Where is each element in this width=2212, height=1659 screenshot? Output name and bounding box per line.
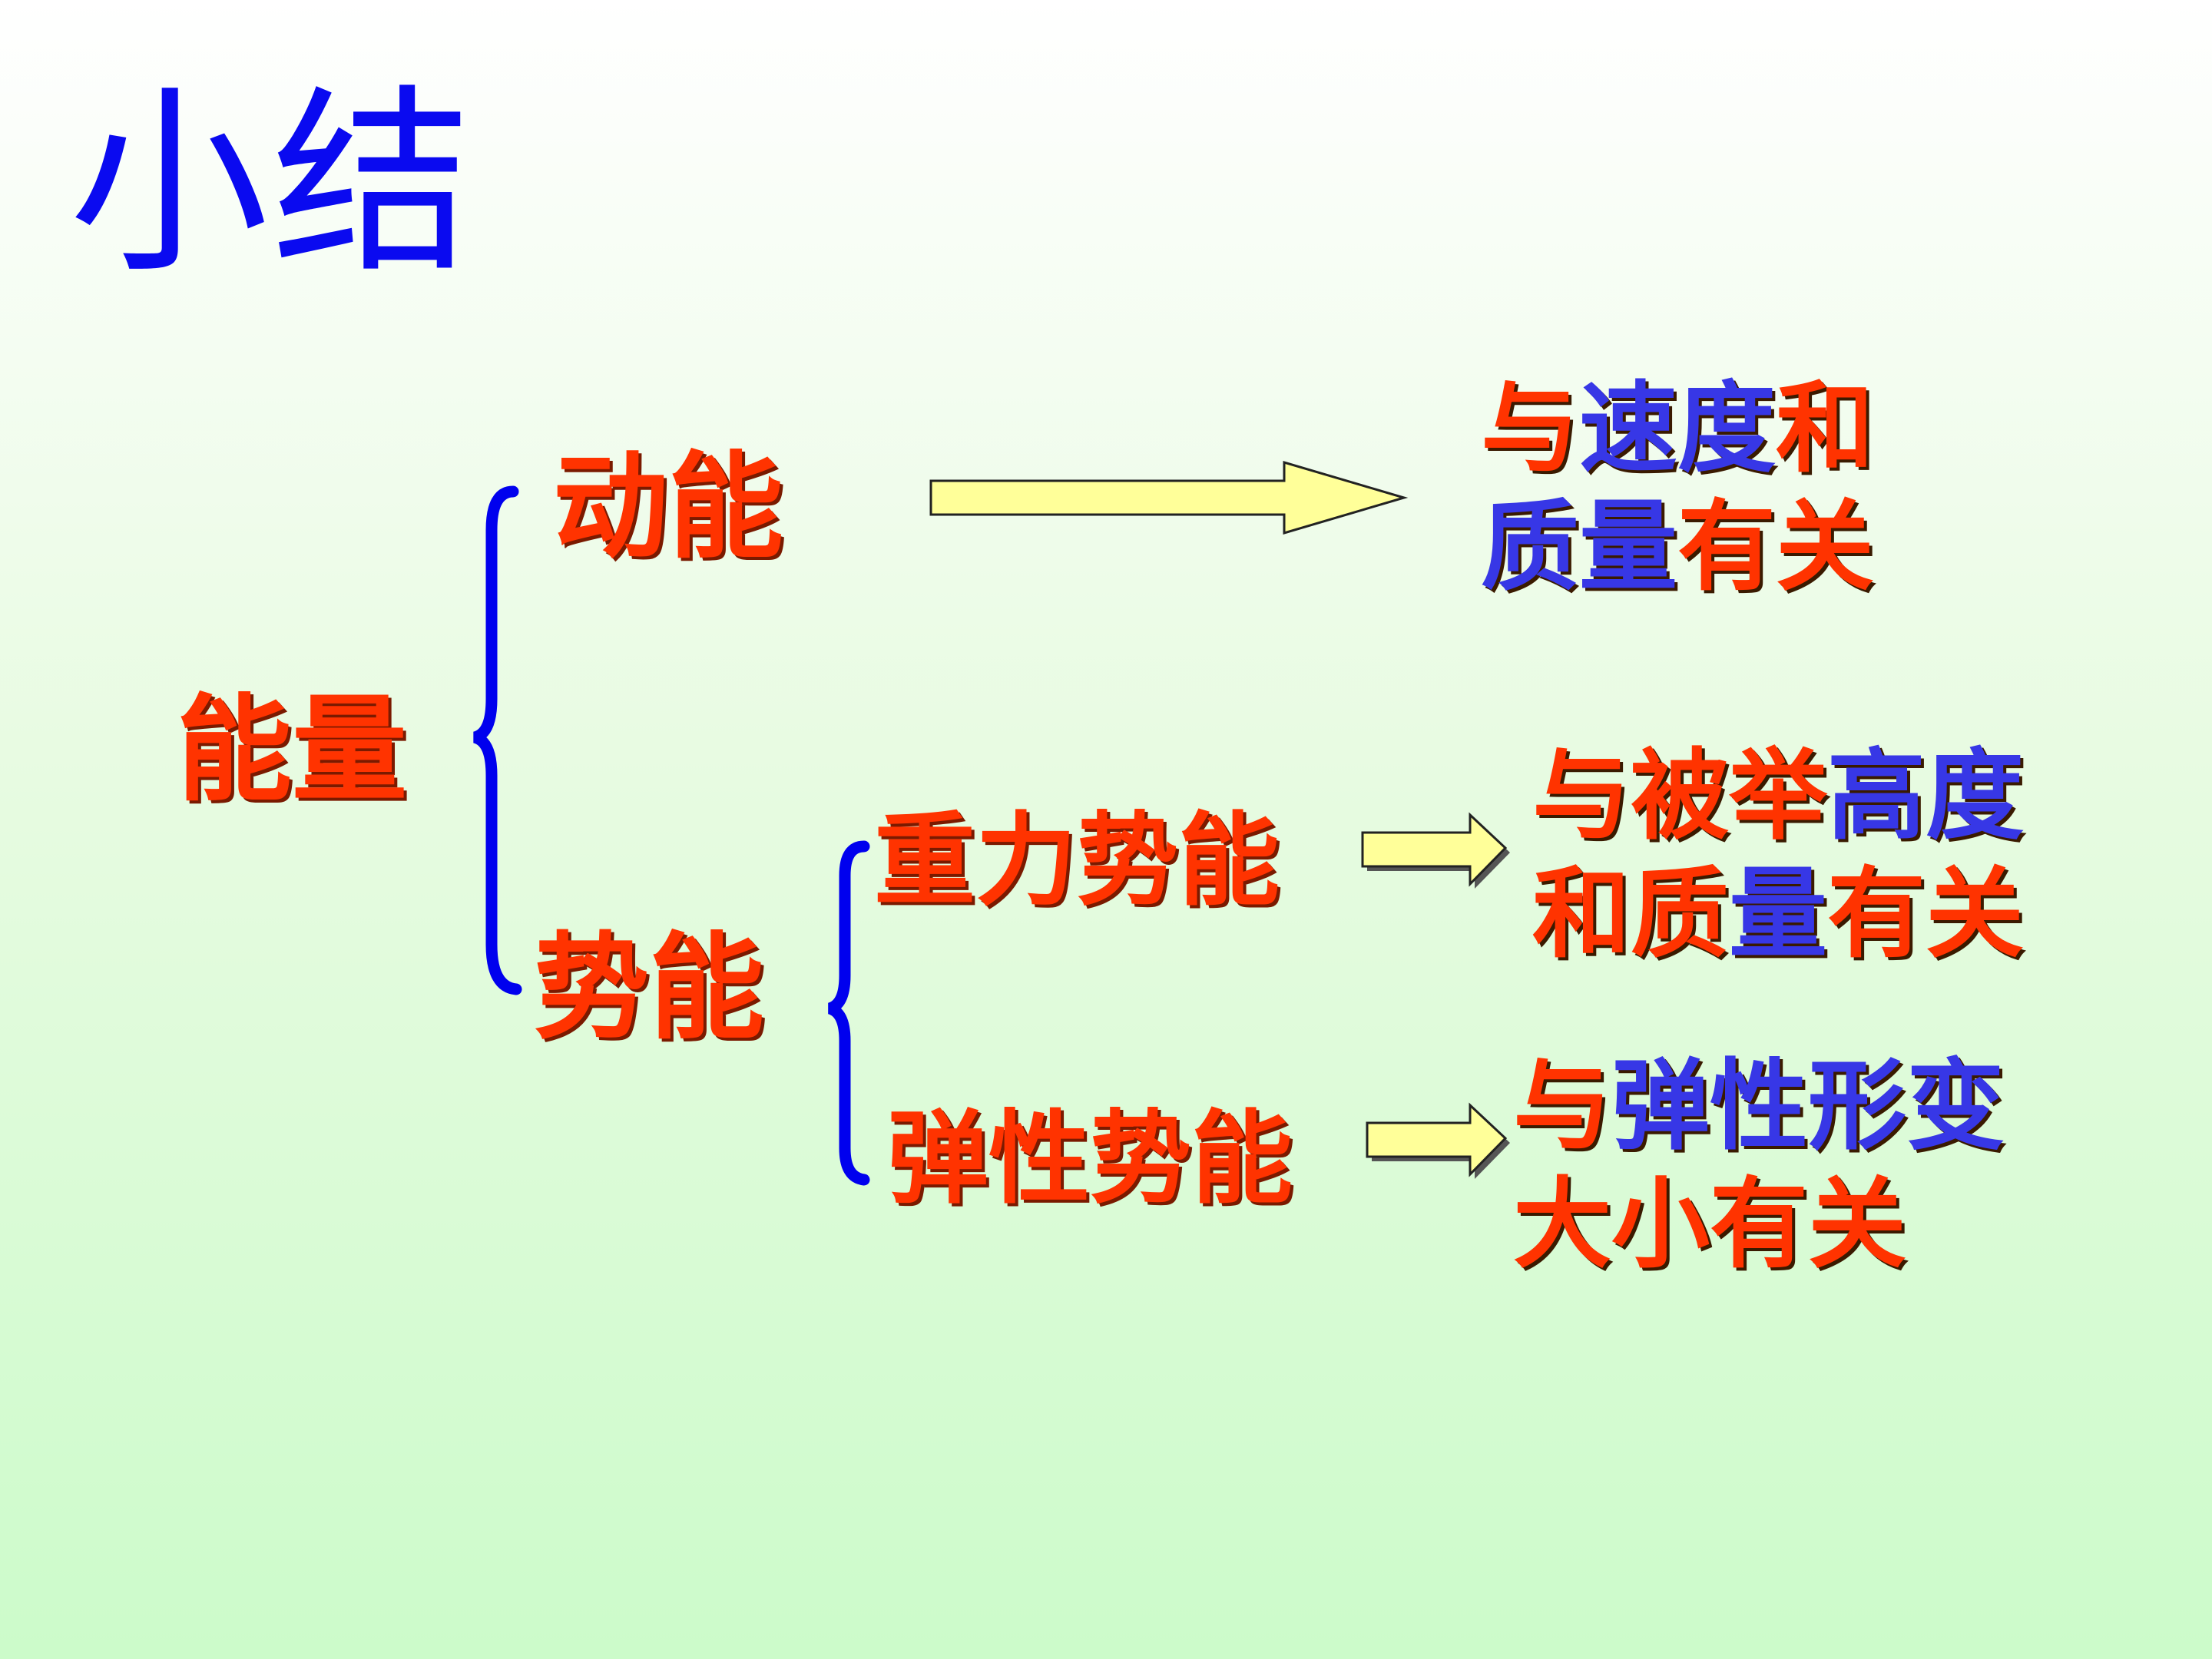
energy-root-label: 能量 (177, 684, 408, 817)
result-segment: 速度 (1579, 372, 1777, 486)
result-segment: 质量 (1481, 489, 1678, 604)
result-segment: 和 (1776, 372, 1875, 486)
gravitational-arrow (1361, 812, 1508, 887)
gravitational-result: 与被举高度和质量有关 (1532, 737, 2024, 973)
result-segment: 和质 (1532, 856, 1730, 972)
result-segment: 与被举 (1532, 739, 1828, 853)
result-segment: 弹性形变 (1611, 1049, 2005, 1164)
result-segment: 大小有关 (1513, 1167, 1907, 1282)
result-line: 与速度和 (1481, 370, 1874, 488)
result-line: 大小有关 (1513, 1166, 2005, 1284)
elastic-potential-label: 弹性势能 (887, 1100, 1293, 1218)
result-segment: 量 (1729, 856, 1828, 972)
gravitational-potential-label: 重力势能 (874, 802, 1280, 920)
result-segment: 与 (1513, 1049, 1612, 1164)
result-segment: 高度 (1827, 739, 2025, 853)
sub-brace (827, 840, 870, 1186)
result-line: 质量有关 (1481, 488, 1874, 607)
result-line: 与被举高度 (1532, 737, 2024, 856)
potential-energy-label: 势能 (534, 922, 765, 1055)
result-line: 与弹性形变 (1513, 1048, 2005, 1166)
result-segment: 有关 (1677, 489, 1875, 604)
kinetic-result: 与速度和质量有关 (1481, 370, 1874, 606)
result-segment: 有关 (1827, 856, 2025, 972)
kinetic-arrow (929, 460, 1409, 535)
page-title: 小结 (69, 68, 475, 300)
result-segment: 与 (1481, 372, 1580, 486)
elastic-result: 与弹性形变大小有关 (1513, 1048, 2005, 1283)
kinetic-energy-label: 动能 (553, 441, 784, 575)
main-brace (472, 485, 522, 995)
result-line: 和质量有关 (1532, 856, 2024, 974)
elastic-arrow (1366, 1102, 1508, 1177)
